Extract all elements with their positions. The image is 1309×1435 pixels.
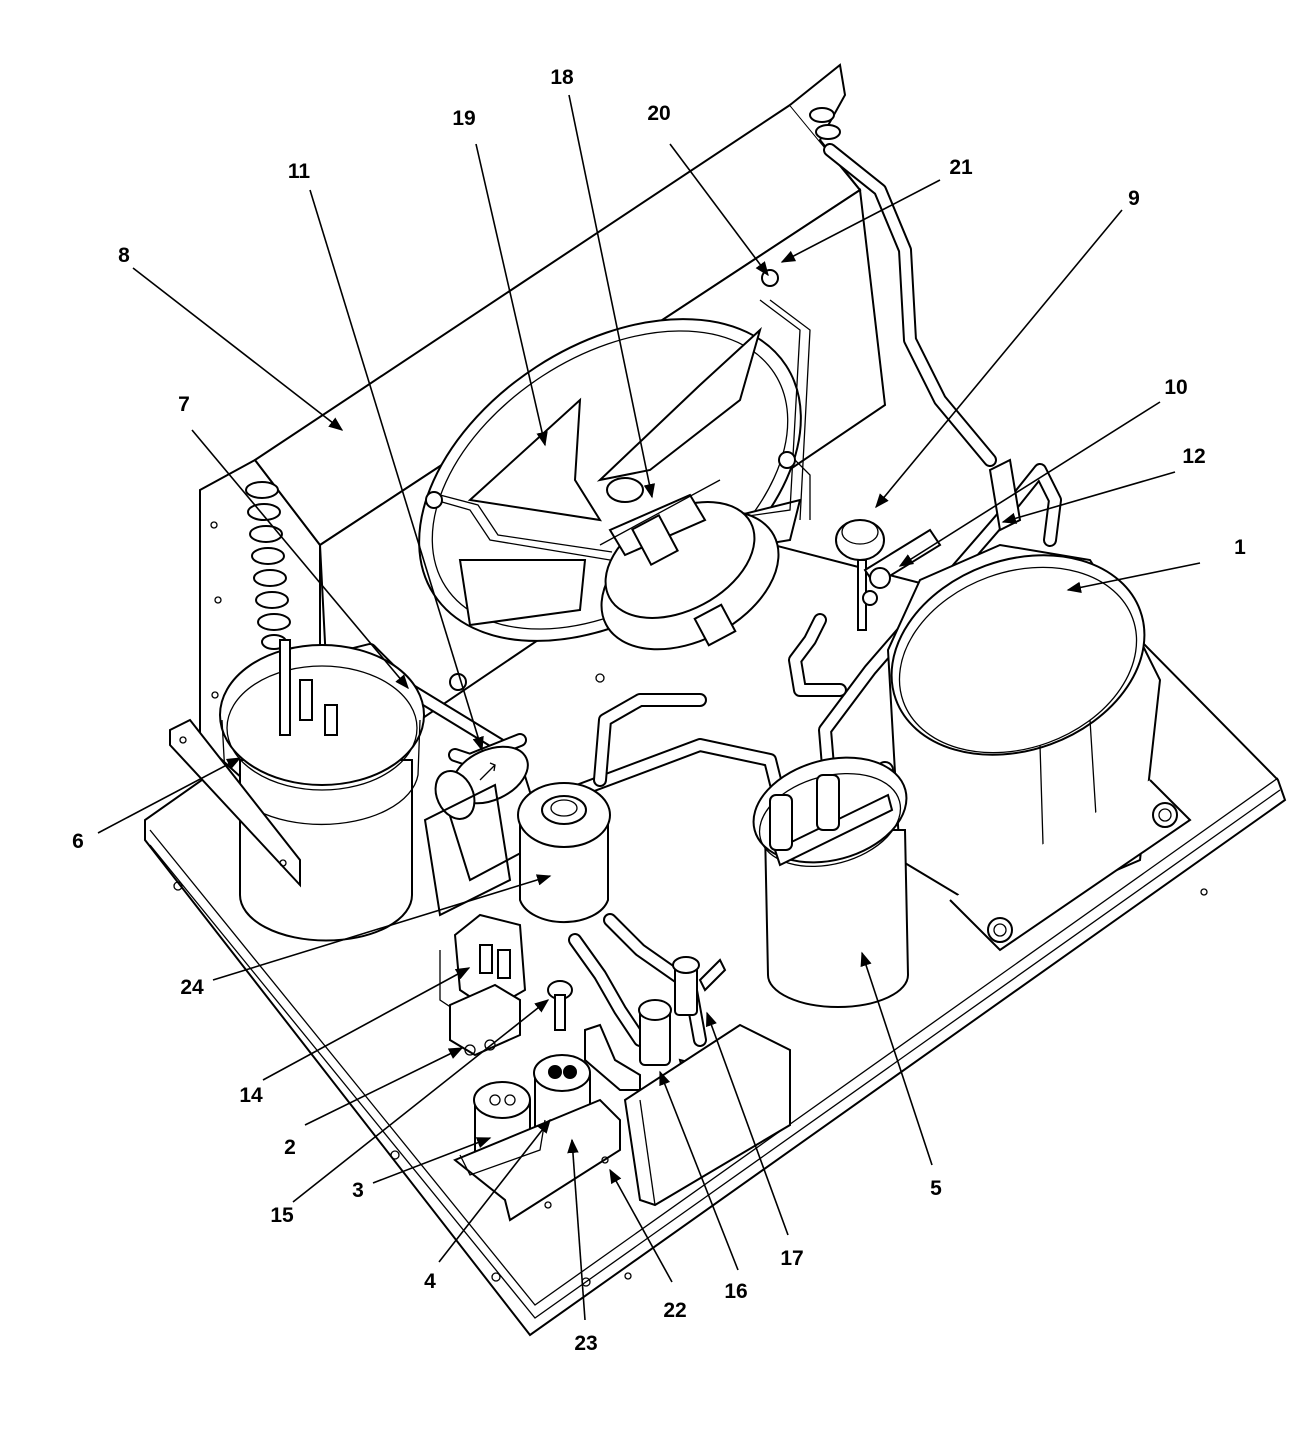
callout-5: 5 — [930, 1177, 942, 1200]
high-pressure-switch — [547, 980, 573, 1031]
callout-24: 24 — [180, 976, 204, 999]
callout-16: 16 — [724, 1280, 747, 1303]
callout-9: 9 — [1128, 187, 1140, 210]
callout-1: 1 — [1234, 536, 1246, 559]
contactor — [439, 913, 527, 1012]
callout-11: 11 — [288, 160, 311, 183]
callout-15: 15 — [270, 1204, 294, 1227]
callout-6: 6 — [72, 830, 84, 853]
callout-22: 22 — [663, 1299, 686, 1322]
callout-12: 12 — [1182, 445, 1205, 468]
accumulator — [517, 782, 611, 924]
callout-21: 21 — [949, 156, 973, 179]
relay — [449, 983, 521, 1057]
motor-bracket — [425, 269, 811, 691]
callout-17: 17 — [780, 1247, 803, 1270]
callout-10: 10 — [1164, 376, 1187, 399]
access-panel — [623, 1023, 791, 1207]
compressor — [876, 543, 1192, 952]
fan-motor — [599, 477, 780, 651]
leader-lines — [97, 94, 1201, 1321]
callout-labels: 1 2 3 4 5 6 7 8 9 10 11 12 14 15 16 17 1… — [72, 66, 1246, 1355]
callout-20: 20 — [647, 102, 670, 125]
callout-8: 8 — [118, 244, 130, 267]
callout-3: 3 — [352, 1179, 364, 1202]
callout-4: 4 — [424, 1270, 436, 1293]
callout-18: 18 — [550, 66, 574, 89]
callout-7: 7 — [178, 393, 190, 416]
callout-2: 2 — [284, 1136, 296, 1159]
callout-14: 14 — [239, 1084, 263, 1107]
receiver-tank — [169, 639, 425, 942]
callout-23: 23 — [574, 1332, 597, 1355]
suction-tank — [752, 756, 910, 1008]
callout-19: 19 — [452, 107, 475, 130]
